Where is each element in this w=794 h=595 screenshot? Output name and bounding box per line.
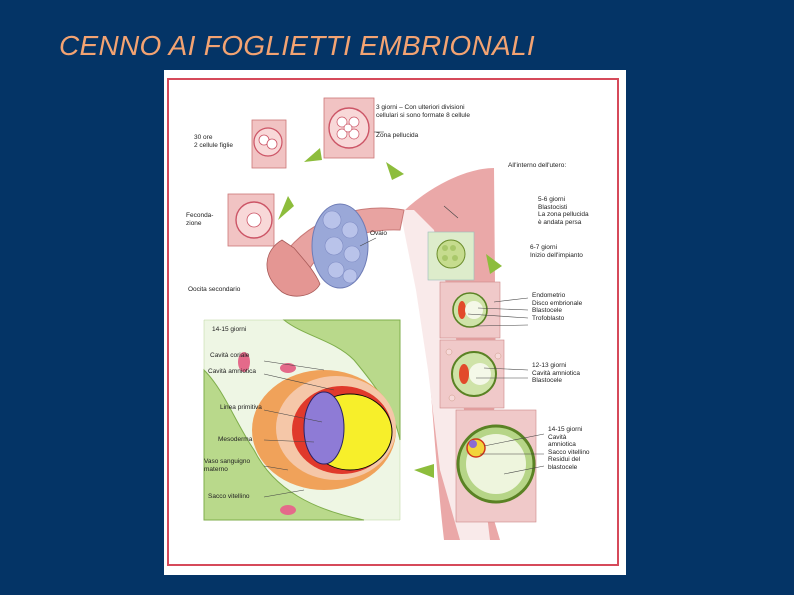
label-oocita: Oocita secondario	[188, 286, 241, 293]
label-sacco-vitellino: Sacco vitellino	[208, 493, 250, 500]
label-14-15-days-detail: 14-15 giorni	[212, 326, 247, 333]
blastocyst-5-6-days	[427, 231, 475, 281]
fertilization-panel	[227, 193, 275, 247]
embryo-14-15-days-detail	[203, 319, 401, 521]
embryo-12-13-days	[439, 339, 505, 409]
ovary-follicles	[322, 210, 361, 284]
embryology-illustration	[167, 78, 619, 566]
label-fecondazione: Feconda-zione	[186, 212, 214, 227]
blastocyst-6-7-days	[439, 281, 501, 339]
label-ovaio: Ovaio	[370, 230, 387, 237]
leader-lines	[263, 131, 545, 498]
cleavage-panel-3d	[323, 97, 375, 159]
slide-title: CENNO AI FOGLIETTI EMBRIONALI	[59, 30, 535, 61]
process-arrows	[278, 148, 502, 478]
cleavage-panel-30h	[251, 119, 287, 169]
label-cavita-amniotica-detail: Cavità amniotica	[208, 368, 257, 375]
label-mesoderma: Mesoderma	[218, 436, 253, 443]
label-linea-primitiva: Linea primitiva	[220, 404, 262, 411]
embryo-14-15-days-small	[455, 409, 537, 523]
label-cavita-coriale: Cavità coriale	[210, 352, 250, 359]
fimbriae	[266, 239, 321, 297]
label-utero: All'interno dell'utero:	[508, 162, 567, 169]
label-zona-pellucida: Zona pellucida	[376, 132, 419, 139]
